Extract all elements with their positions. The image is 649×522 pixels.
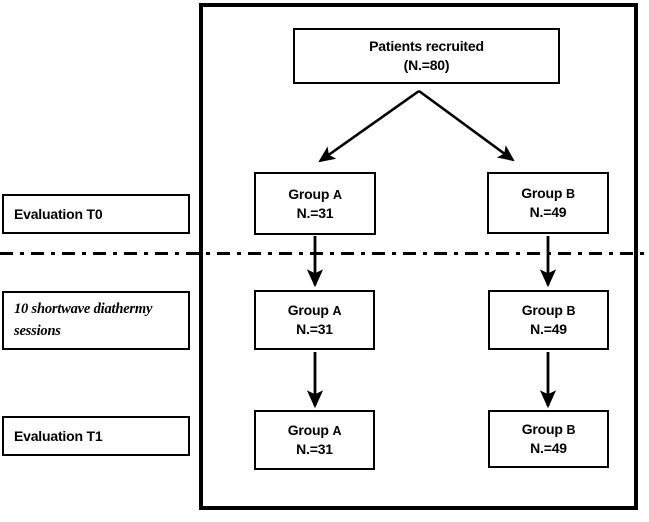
group-a-t0-count: N.=31 bbox=[296, 204, 334, 221]
group-a-t0-name: Group A bbox=[288, 185, 342, 202]
phase-label-intervention-text: 10 shortwave diathermy sessions bbox=[14, 300, 153, 339]
node-group-a-t1[interactable]: Group A N.=31 bbox=[254, 410, 375, 470]
group-b-intervention-count: N.=49 bbox=[530, 321, 567, 337]
phase-label-evaluation-t0[interactable]: Evaluation T0 bbox=[2, 194, 190, 234]
node-group-a-t0[interactable]: Group A N.=31 bbox=[254, 172, 376, 235]
patients-recruited-count: (N.=80) bbox=[403, 57, 450, 73]
group-a-intervention-count: N.=31 bbox=[296, 321, 333, 337]
node-group-b-t1[interactable]: Group B N.=49 bbox=[488, 410, 609, 468]
node-group-a-intervention[interactable]: Group A N.=31 bbox=[254, 290, 375, 350]
group-a-t1-count: N.=31 bbox=[296, 441, 333, 457]
node-patients-recruited[interactable]: Patients recruited (N.=80) bbox=[293, 28, 560, 84]
node-group-b-t0[interactable]: Group B N.=49 bbox=[487, 172, 609, 234]
group-b-t0-count: N.=49 bbox=[529, 204, 567, 220]
phase-label-intervention[interactable]: 10 shortwave diathermy sessions bbox=[2, 291, 190, 350]
node-group-b-intervention[interactable]: Group B N.=49 bbox=[488, 290, 609, 350]
patients-recruited-label: Patients recruited bbox=[369, 38, 484, 55]
phase-label-evaluation-t0-text: Evaluation T0 bbox=[14, 206, 103, 222]
group-a-t1-name: Group A bbox=[287, 422, 342, 439]
group-b-t1-count: N.=49 bbox=[530, 440, 567, 456]
phase-label-evaluation-t1[interactable]: Evaluation T1 bbox=[2, 416, 190, 456]
phase-separator-line bbox=[0, 252, 649, 255]
group-b-t1-name: Group B bbox=[521, 421, 576, 438]
group-b-intervention-name: Group B bbox=[521, 302, 576, 319]
group-a-intervention-name: Group A bbox=[287, 302, 342, 319]
phase-label-evaluation-t1-text: Evaluation T1 bbox=[14, 428, 103, 444]
group-b-t0-name: Group B bbox=[521, 185, 575, 202]
study-frame-border bbox=[199, 3, 638, 510]
